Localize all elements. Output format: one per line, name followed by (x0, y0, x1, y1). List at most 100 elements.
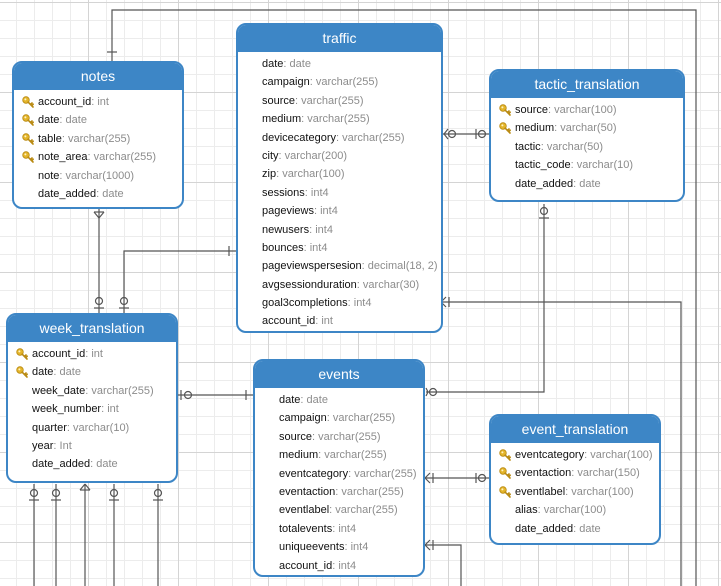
field-name: quarter (32, 421, 67, 434)
field-name: date (38, 114, 60, 127)
field-type: int4 (353, 297, 372, 310)
field-separator: : (318, 449, 325, 462)
field-type: date (59, 366, 81, 379)
field-row[interactable]: medium: varchar(255) (255, 446, 423, 464)
field-row[interactable]: date_added: date (491, 520, 659, 538)
field-row[interactable]: eventlabel: varchar(100) (491, 483, 659, 501)
field-row[interactable]: week_number: int (8, 400, 176, 418)
field-row[interactable]: goal3completions: int4 (238, 294, 441, 312)
field-type: int4 (310, 186, 329, 199)
field-row[interactable]: campaign: varchar(255) (238, 73, 441, 91)
field-row[interactable]: pageviews: int4 (238, 202, 441, 220)
field-type: varchar(100) (571, 485, 634, 498)
field-row[interactable]: account_id: int (238, 312, 441, 330)
field-row[interactable]: eventlabel: varchar(255) (255, 501, 423, 519)
table-header[interactable]: week_translation (8, 315, 176, 342)
table-header[interactable]: notes (14, 63, 182, 90)
field-type: varchar(100) (543, 504, 607, 517)
table-header[interactable]: tactic_translation (491, 71, 683, 98)
field-row[interactable]: campaign: varchar(255) (255, 409, 423, 427)
field-type: date (306, 394, 328, 406)
field-separator: : (554, 122, 561, 135)
table-header[interactable]: traffic (238, 25, 441, 52)
field-row[interactable]: tactic: varchar(50) (491, 138, 683, 156)
field-row[interactable]: note_area: varchar(255) (14, 148, 182, 166)
field-separator: : (573, 177, 580, 190)
field-row[interactable]: date_added: date (491, 175, 683, 193)
field-type: varchar(255) (354, 467, 417, 480)
field-name: devicecategory (262, 131, 336, 144)
field-row[interactable]: bounces: int4 (238, 239, 441, 257)
field-row[interactable]: newusers: int4 (238, 221, 441, 239)
field-type: varchar(255) (315, 76, 379, 89)
field-row[interactable]: devicecategory: varchar(255) (238, 129, 441, 147)
field-type: date (65, 114, 87, 127)
field-row[interactable]: quarter: varchar(10) (8, 419, 176, 437)
field-row[interactable]: zip: varchar(100) (238, 165, 441, 183)
field-type: int4 (320, 205, 338, 218)
field-row[interactable]: eventaction: varchar(150) (491, 464, 659, 482)
field-separator: : (332, 559, 339, 572)
key-icon (22, 114, 34, 127)
field-row[interactable]: account_id: int (14, 93, 182, 111)
field-separator: : (278, 149, 285, 162)
field-type: varchar(10) (72, 421, 130, 434)
field-row[interactable]: account_id: int (8, 345, 176, 363)
table-header[interactable]: events (255, 361, 423, 388)
field-name: goal3completions (262, 297, 348, 310)
table-header[interactable]: event_translation (491, 416, 659, 443)
key-icon (22, 132, 34, 145)
field-row[interactable]: uniqueevents: int4 (255, 538, 423, 556)
field-separator: : (565, 485, 572, 498)
field-row[interactable]: date: date (8, 363, 176, 381)
field-row[interactable]: table: varchar(255) (14, 130, 182, 148)
table-tactic-translation[interactable]: tactic_translation source: varchar(100)m… (489, 69, 685, 202)
table-event-translation[interactable]: event_translation eventcategory: varchar… (489, 414, 661, 545)
field-row[interactable]: date_added: date (14, 185, 182, 203)
field-type: decimal(18, 2) (367, 260, 438, 273)
field-row[interactable]: date: date (14, 111, 182, 129)
field-row[interactable]: tactic_code: varchar(10) (491, 156, 683, 174)
field-separator: : (309, 76, 316, 89)
field-row[interactable]: date: date (255, 391, 423, 409)
field-type: int4 (338, 559, 357, 572)
field-separator: : (53, 439, 60, 452)
field-row[interactable]: medium: varchar(255) (238, 110, 441, 128)
field-row[interactable]: pageviewspersesion: decimal(18, 2) (238, 257, 441, 275)
field-row[interactable]: date: date (238, 55, 441, 73)
field-separator: : (91, 96, 98, 108)
field-row[interactable]: avgsessionduration: varchar(30) (238, 276, 441, 294)
field-separator: : (53, 366, 60, 379)
connector-traffic-right (441, 301, 682, 586)
key-icon (16, 366, 28, 379)
field-name: eventlabel (515, 485, 566, 498)
field-row[interactable]: totalevents: int4 (255, 520, 423, 538)
table-fields: source: varchar(100)medium: varchar(50)t… (491, 98, 683, 196)
field-row[interactable]: city: varchar(200) (238, 147, 441, 165)
field-row[interactable]: sessions: int4 (238, 184, 441, 202)
field-name: date_added (515, 522, 574, 535)
field-name: medium (515, 122, 555, 135)
field-name: date_added (38, 187, 97, 200)
field-row[interactable]: eventcategory: varchar(100) (491, 446, 659, 464)
field-row[interactable]: note: varchar(1000) (14, 167, 182, 185)
field-row[interactable]: source: varchar(255) (255, 428, 423, 446)
field-row[interactable]: source: varchar(100) (491, 101, 683, 119)
field-row[interactable]: alias: varchar(100) (491, 501, 659, 519)
field-row[interactable]: medium: varchar(50) (491, 119, 683, 137)
field-row[interactable]: eventaction: varchar(255) (255, 483, 423, 501)
field-separator: : (347, 297, 354, 310)
field-row[interactable]: date_added: date (8, 455, 176, 473)
field-row[interactable]: eventcategory: varchar(255) (255, 465, 423, 483)
field-row[interactable]: week_date: varchar(255) (8, 382, 176, 400)
field-row[interactable]: account_id: int4 (255, 557, 423, 575)
field-type: varchar(30) (362, 278, 420, 291)
field-row[interactable]: year: Int (8, 437, 176, 455)
field-row[interactable]: source: varchar(255) (238, 92, 441, 110)
